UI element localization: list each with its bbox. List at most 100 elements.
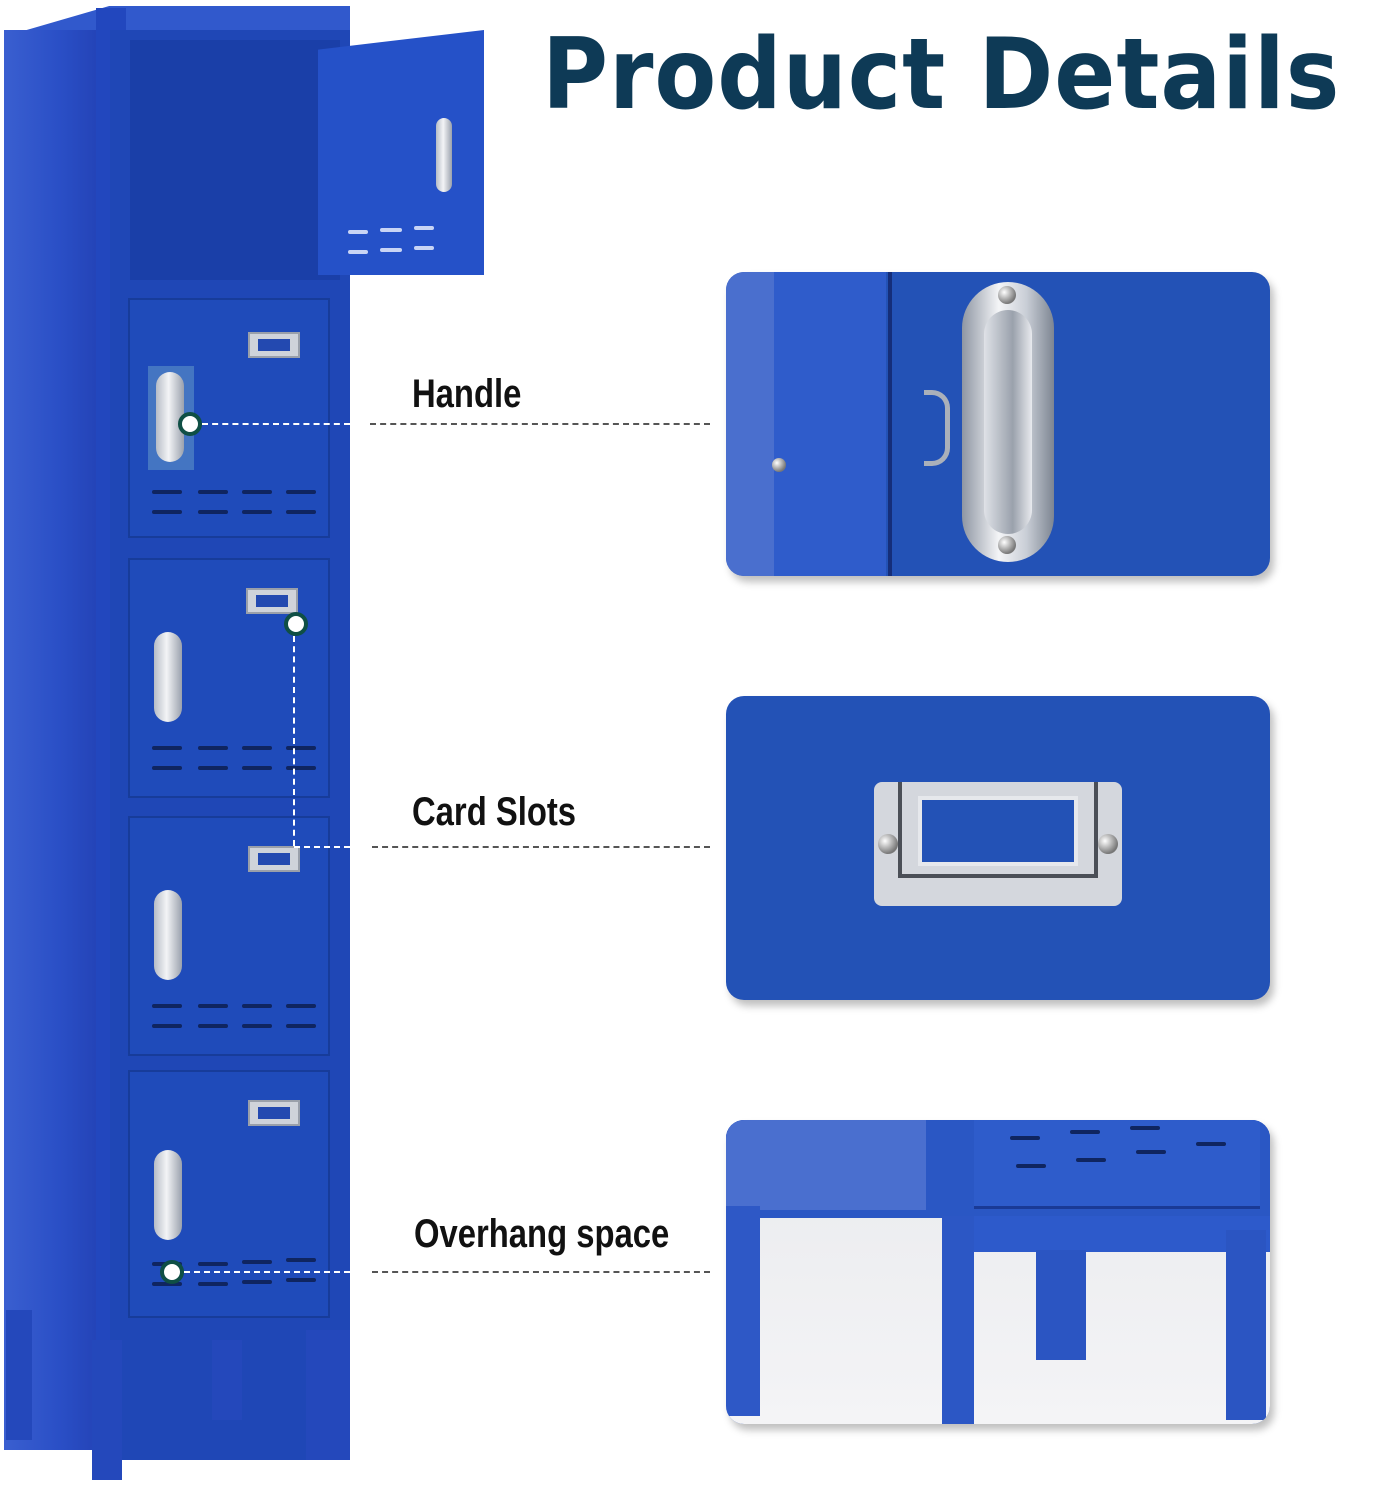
callout-line-handle [370, 423, 710, 425]
vent-slot [380, 248, 402, 252]
detail-panel-overhang [726, 1120, 1270, 1424]
rivet-icon [1098, 834, 1118, 854]
detail-panel-handle [726, 272, 1270, 576]
screw-icon [998, 286, 1016, 304]
vent-slot [1070, 1130, 1100, 1134]
vent-slot [286, 1024, 316, 1028]
vent-slot [198, 1024, 228, 1028]
leader-line [184, 1271, 350, 1273]
card-slot-icon [248, 1100, 300, 1126]
lock-latch-icon [924, 390, 950, 466]
locker-door-3 [128, 816, 330, 1056]
vent-slot [242, 510, 272, 514]
vent-slot [242, 490, 272, 494]
vent-slot [152, 766, 182, 770]
vent-slot [286, 746, 316, 750]
vent-slot [198, 746, 228, 750]
open-door [318, 30, 484, 275]
vent-slot [152, 490, 182, 494]
vent-slot [1016, 1164, 1046, 1168]
vent-slot [242, 746, 272, 750]
handle-icon [154, 1150, 182, 1240]
card-slot-plate [874, 782, 1122, 906]
leg-front-left [726, 1206, 760, 1416]
locker-leg [306, 1330, 350, 1460]
vent-slot [198, 490, 228, 494]
front-rail [946, 1216, 1270, 1252]
vent-slot [152, 1024, 182, 1028]
frame-strip [774, 272, 886, 576]
marker-dot-overhang [160, 1260, 184, 1284]
vent-slot [242, 1280, 272, 1284]
locker-door-2 [128, 558, 330, 798]
rivet-icon [878, 834, 898, 854]
vent-slot [242, 1004, 272, 1008]
vent-slot [242, 1024, 272, 1028]
locker-image [0, 0, 500, 1489]
vent-slot [1010, 1136, 1040, 1140]
marker-dot-card-slot [284, 612, 308, 636]
vent-slot [242, 766, 272, 770]
locker-leg [6, 1310, 32, 1440]
vent-slot [1136, 1150, 1166, 1154]
side-panel [726, 1120, 926, 1210]
vent-slot [198, 510, 228, 514]
vent-slot [414, 246, 434, 250]
vent-slot [242, 1260, 272, 1264]
open-compartment [130, 40, 340, 280]
handle-icon [436, 118, 452, 192]
vent-slot [1196, 1142, 1226, 1146]
leader-line [294, 846, 350, 848]
vent-slot [198, 1282, 228, 1286]
vent-slot [348, 250, 368, 254]
vent-slot [152, 746, 182, 750]
locker-door-1 [128, 298, 330, 538]
side-panel-strip [726, 272, 774, 576]
handle-grip [984, 310, 1032, 534]
callout-line-card-slots [372, 846, 710, 848]
leg-back [1036, 1250, 1086, 1360]
vent-slot [198, 1004, 228, 1008]
callout-line-overhang [372, 1271, 710, 1273]
vent-slot [348, 230, 368, 234]
locker-side-panel [4, 30, 96, 1450]
leg-right [1226, 1230, 1266, 1420]
vent-slot [286, 510, 316, 514]
detail-panel-card-slots [726, 696, 1270, 1000]
locker-leg [92, 1340, 122, 1480]
vent-slot [198, 766, 228, 770]
leader-line [202, 423, 350, 425]
card-slot-icon [248, 846, 300, 872]
vent-slot [198, 1262, 228, 1266]
handle-icon [154, 632, 182, 722]
card-holder-frame [898, 782, 1098, 878]
vent-slot [152, 1282, 182, 1286]
callout-label-overhang: Overhang space [414, 1212, 670, 1256]
vent-slot [1076, 1158, 1106, 1162]
vent-slot [152, 1004, 182, 1008]
card-window [918, 796, 1078, 866]
vent-slot [286, 1258, 316, 1262]
vent-slot [414, 226, 434, 230]
vent-slot [152, 510, 182, 514]
marker-dot-handle [178, 412, 202, 436]
rivet-icon [772, 458, 786, 472]
vent-slot [286, 1004, 316, 1008]
vent-slot [286, 766, 316, 770]
callout-label-handle: Handle [412, 372, 522, 416]
handle-icon [154, 890, 182, 980]
leader-line [293, 636, 295, 846]
screw-icon [998, 536, 1016, 554]
vent-slot [286, 490, 316, 494]
callout-label-card-slots: Card Slots [412, 790, 577, 834]
card-slot-icon [248, 332, 300, 358]
locker-door-4 [128, 1070, 330, 1318]
door-seam [888, 272, 892, 576]
vent-slot [380, 228, 402, 232]
vent-slot [286, 1278, 316, 1282]
leg-front-right [942, 1216, 974, 1424]
vent-slot [1130, 1126, 1160, 1130]
card-slot-icon [246, 588, 298, 614]
locker-leg [212, 1340, 242, 1420]
page-title: Product Details [542, 18, 1341, 132]
